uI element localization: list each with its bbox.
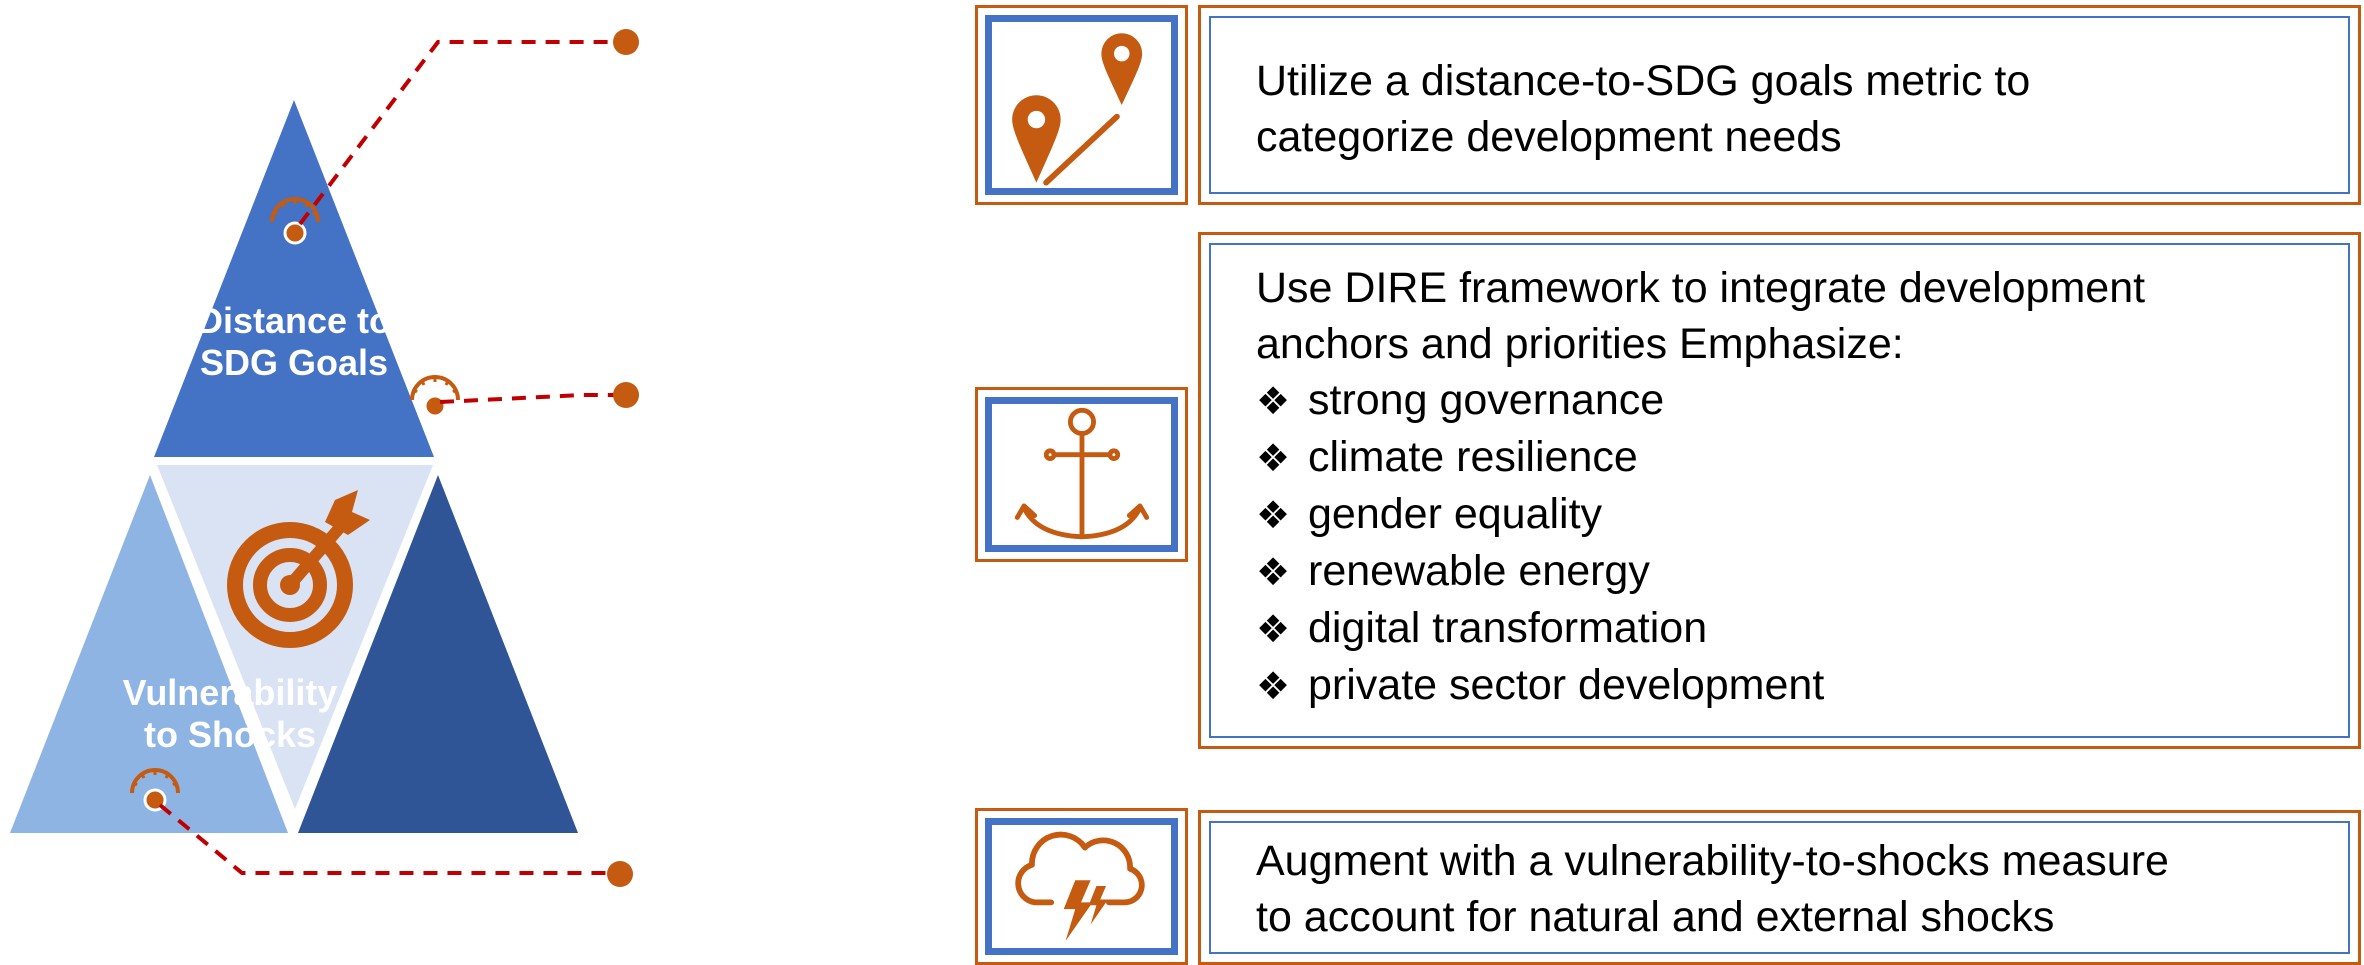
row3-line2: to account for natural and external shoc… [1256,893,2055,941]
bullet-text: climate resilience [1308,433,1638,481]
row2-line1: Use DIRE framework to integrate developm… [1256,264,2146,312]
bullet-diamond-icon: ❖ [1256,664,1291,708]
storm-cloud-icon-box [975,808,1188,965]
bullet-item: ❖ strong governance [1256,372,2338,429]
connector-dot-1 [613,29,639,55]
left-label-line1: Vulnerability [122,672,338,713]
bullet-diamond-icon: ❖ [1256,436,1291,480]
bullet-text: strong governance [1308,376,1665,424]
right-label-line2: Priorities [579,714,737,755]
row3-line1: Augment with a vulnerability-to-shocks m… [1256,837,2169,885]
connector-lines [158,40,622,875]
storm-cloud-icon [1015,831,1145,941]
target-arrow-icon [227,490,370,648]
bullet-item: ❖ private sector development [1256,657,2338,714]
bullet-text: renewable energy [1308,547,1650,595]
map-pins-icon-box [975,5,1188,205]
bullet-diamond-icon: ❖ [1256,493,1291,537]
bullet-diamond-icon: ❖ [1256,550,1291,594]
anchor-icon [1014,407,1150,540]
pyramid-diagram [10,29,639,887]
right-label-line1: Anchors and [547,672,769,713]
top-triangle-label: Distance to SDG Goals [194,300,394,384]
bullet-diamond-icon: ❖ [1256,379,1291,423]
row1-line1: Utilize a distance-to-SDG goals metric t… [1256,57,2031,105]
text-box-3: Augment with a vulnerability-to-shocks m… [1198,810,2361,965]
bullet-item: ❖ renewable energy [1256,543,2338,600]
top-label-line1: Distance to [196,300,392,341]
gauge-icon-top [270,197,320,245]
bullet-text: gender equality [1308,490,1603,538]
anchor-icon-box [975,387,1188,562]
right-triangle [298,475,578,833]
row2-line2: anchors and priorities Emphasize: [1256,320,1904,368]
bullet-item: ❖ climate resilience [1256,429,2338,486]
gauge-icon-right [410,375,460,418]
bullet-text: private sector development [1308,661,1825,709]
bullet-item: ❖ gender equality [1256,486,2338,543]
connector-dot-3 [607,861,633,887]
left-triangle-label: Vulnerability to Shocks [95,672,365,756]
top-triangle [154,100,434,457]
text-box-2: Use DIRE framework to integrate developm… [1198,232,2361,749]
bullet-item: ❖ digital transformation [1256,600,2338,657]
right-triangle-label: Anchors and Priorities [518,672,798,756]
row1-line2: categorize development needs [1256,113,1842,161]
text-box-1: Utilize a distance-to-SDG goals metric t… [1198,5,2361,205]
left-triangle [10,475,288,833]
map-pins-icon [1012,33,1143,186]
connector-dot-2 [613,382,639,408]
bullet-diamond-icon: ❖ [1256,607,1291,651]
top-label-line2: SDG Goals [199,342,389,383]
left-label-line2: to Shocks [143,714,317,755]
bullet-text: digital transformation [1308,604,1708,652]
